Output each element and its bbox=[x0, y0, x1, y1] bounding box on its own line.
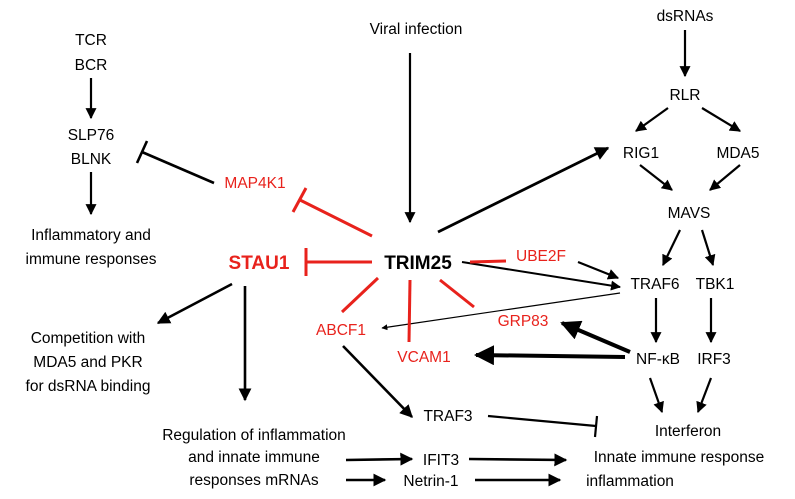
edge-trim25-traf6 bbox=[461, 261, 621, 291]
node-interferon: Interferon bbox=[655, 423, 721, 440]
edge-trim25-ube2f bbox=[469, 259, 507, 264]
edge-mda5-mavs bbox=[709, 164, 741, 191]
node-viral-infection: Viral infection bbox=[370, 21, 463, 38]
node-map4k1: MAP4K1 bbox=[224, 175, 285, 192]
node-rig1: RIG1 bbox=[623, 145, 659, 162]
node-dsrnas: dsRNAs bbox=[657, 8, 714, 25]
edge-traf3-interferon-inhibit bbox=[487, 414, 597, 428]
node-inflammatory-line2: immune responses bbox=[26, 251, 157, 268]
edge-ube2f-traf6 bbox=[577, 260, 620, 280]
node-tcr: TCR bbox=[75, 32, 107, 49]
edge-trim25-map4k1-inhibit bbox=[299, 198, 373, 238]
edge-mavs-traf6 bbox=[662, 229, 681, 266]
node-traf3: TRAF3 bbox=[423, 408, 472, 425]
edge-ifit3-innate bbox=[468, 453, 568, 467]
node-slp76: SLP76 bbox=[68, 127, 115, 144]
edge-rlr-mda5 bbox=[701, 107, 741, 132]
node-regulation-line1: Regulation of inflammation bbox=[162, 427, 346, 444]
edge-stau1-competition bbox=[156, 282, 233, 325]
node-competition-line2: MDA5 and PKR bbox=[33, 354, 142, 371]
edge-rig1-mavs bbox=[639, 164, 673, 191]
node-bcr: BCR bbox=[75, 57, 108, 74]
node-nfkb: NF-κB bbox=[636, 351, 680, 368]
node-vcam1: VCAM1 bbox=[397, 349, 450, 366]
node-stau1: STAU1 bbox=[229, 253, 290, 274]
edge-trim25-abcf1 bbox=[340, 276, 380, 314]
node-rlr: RLR bbox=[669, 87, 700, 104]
edge-regulation-ifit3 bbox=[345, 452, 414, 466]
edge-nfkb-interferon bbox=[648, 377, 664, 414]
node-tbk1: TBK1 bbox=[696, 276, 735, 293]
edge-traf3-interferon-bar bbox=[593, 415, 599, 438]
node-inflammation: inflammation bbox=[586, 473, 674, 490]
node-trim25: TRIM25 bbox=[384, 253, 452, 274]
edge-mavs-tbk1 bbox=[700, 229, 716, 267]
edge-irf3-interferon bbox=[696, 377, 713, 414]
node-innate-immune-response: Innate immune response bbox=[594, 449, 765, 466]
edge-trim25-vcam1 bbox=[407, 279, 412, 343]
node-ifit3: IFIT3 bbox=[423, 452, 459, 469]
node-competition-line3: for dsRNA binding bbox=[26, 378, 151, 395]
edge-nfkb-vcam1 bbox=[474, 345, 626, 366]
node-competition-line1: Competition with bbox=[31, 330, 146, 347]
node-abcf1: ABCF1 bbox=[316, 322, 366, 339]
node-grp83: GRP83 bbox=[498, 313, 549, 330]
edge-map4k1-blnk-inhibit bbox=[141, 150, 215, 185]
node-irf3: IRF3 bbox=[697, 351, 731, 368]
node-blnk: BLNK bbox=[71, 151, 112, 168]
node-mda5: MDA5 bbox=[716, 145, 759, 162]
node-mavs: MAVS bbox=[668, 205, 711, 222]
edge-traf6-abcf1 bbox=[381, 292, 621, 331]
edges bbox=[85, 30, 741, 487]
node-regulation-line3: responses mRNAs bbox=[189, 472, 318, 489]
edge-trim25-rig1 bbox=[437, 146, 610, 234]
edge-rlr-rig1 bbox=[635, 107, 669, 132]
edge-trim25-map4k1-bar bbox=[291, 187, 308, 213]
edge-abcf1-traf3 bbox=[342, 345, 413, 418]
node-ube2f: UBE2F bbox=[516, 248, 566, 265]
node-traf6: TRAF6 bbox=[630, 276, 679, 293]
node-labels: TCR BCR SLP76 BLNK Inflammatory and immu… bbox=[26, 8, 765, 490]
node-inflammatory-line1: Inflammatory and bbox=[31, 227, 151, 244]
edge-map4k1-blnk-bar bbox=[135, 140, 149, 164]
node-regulation-line2: and innate immune bbox=[188, 449, 320, 466]
edge-nfkb-grp83 bbox=[560, 320, 631, 354]
edge-trim25-grp83 bbox=[439, 278, 475, 309]
node-netrin: Netrin-1 bbox=[403, 473, 458, 490]
